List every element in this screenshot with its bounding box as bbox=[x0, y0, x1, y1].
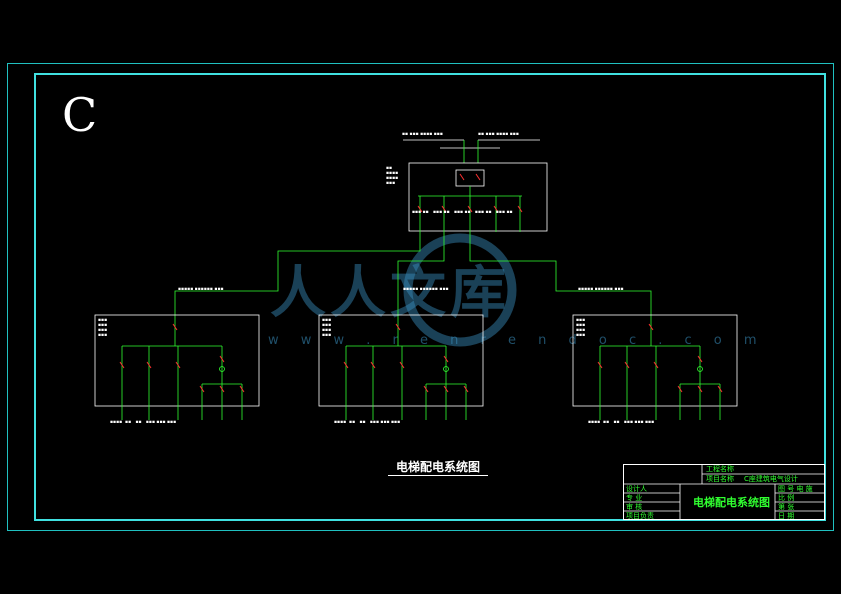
incoming-label-2: ▪▪ ▪▪▪ ▪▪▪▪ ▪▪▪ bbox=[478, 132, 519, 137]
subpanel-1-box bbox=[94, 314, 260, 407]
drawing-inner-border bbox=[34, 73, 826, 521]
diagram-title: 电梯配电系统图 bbox=[388, 458, 489, 476]
subpanel-1-transformer bbox=[219, 366, 225, 372]
feeder-1-label: ▪▪▪▪▪ ▪▪▪▪▪▪ ▪▪▪ bbox=[178, 287, 224, 292]
subpanel-2-bus bbox=[345, 330, 467, 420]
sheet-letter: C bbox=[62, 88, 98, 142]
item-name-value: C座建筑电气设计 bbox=[744, 475, 798, 483]
title-block-grid bbox=[623, 464, 825, 520]
subpanel-3-spec: ▪▪▪▪▪▪▪▪▪▪▪▪ bbox=[576, 318, 586, 338]
subpanel-3-loads: ▪▪▪▪ ▪▪ ▪▪ ▪▪▪ ▪▪▪ ▪▪▪ bbox=[588, 420, 655, 425]
feeder-lines bbox=[174, 232, 652, 330]
title-block-drawing-title: 电梯配电系统图 bbox=[693, 496, 770, 509]
drawing-number-label: 图 号 电 施 bbox=[778, 485, 813, 493]
subpanel-2-loads: ▪▪▪▪ ▪▪ ▪▪ ▪▪▪ ▪▪▪ ▪▪▪ bbox=[334, 420, 401, 425]
main-breaker-labels: ▪▪▪ ▪▪ ▪▪▪ ▪▪ ▪▪▪ ▪▪ ▪▪▪ ▪▪ ▪▪▪ ▪▪ bbox=[412, 210, 513, 215]
drawing-outer-border bbox=[7, 63, 834, 531]
subpanel-1-breakers bbox=[119, 323, 245, 393]
watermark-url: w w w . r e n r e n d o c . c o m bbox=[268, 333, 766, 348]
specialty-label: 专 业 bbox=[626, 494, 643, 502]
date-label: 日 期 bbox=[778, 512, 795, 520]
ats-switch bbox=[455, 169, 485, 187]
reviewer-label: 审 核 bbox=[626, 503, 643, 511]
designer-label: 设计人 bbox=[626, 485, 647, 493]
subpanel-2-transformer bbox=[443, 366, 449, 372]
subpanel-2-box bbox=[318, 314, 484, 407]
subpanel-1-bus bbox=[121, 330, 243, 420]
incoming-label-1: ▪▪ ▪▪▪ ▪▪▪▪ ▪▪▪ bbox=[402, 132, 443, 137]
subpanel-3-breakers bbox=[597, 323, 723, 393]
sheet-number-label: 第 张 bbox=[778, 503, 795, 511]
subpanel-3-box bbox=[572, 314, 738, 407]
subpanel-2-spec: ▪▪▪▪▪▪▪▪▪▪▪▪ bbox=[322, 318, 332, 338]
main-panel-box bbox=[408, 162, 548, 232]
subpanel-1-spec: ▪▪▪▪▪▪▪▪▪▪▪▪ bbox=[98, 318, 108, 338]
incoming-supplies bbox=[403, 139, 540, 149]
subpanel-1-loads: ▪▪▪▪ ▪▪ ▪▪ ▪▪▪ ▪▪▪ ▪▪▪ bbox=[110, 420, 177, 425]
project-name-label: 工程名称 bbox=[706, 465, 734, 473]
main-panel-spec: ▪▪▪▪▪▪▪▪▪▪▪▪▪ bbox=[386, 166, 399, 186]
item-name-label: 项目名称 bbox=[706, 475, 734, 483]
approver-label: 项目负责 bbox=[626, 512, 654, 520]
feeder-3-label: ▪▪▪▪▪ ▪▪▪▪▪▪ ▪▪▪ bbox=[578, 287, 624, 292]
subpanel-3-bus bbox=[599, 330, 721, 420]
subpanel-3-transformer bbox=[697, 366, 703, 372]
watermark-circle bbox=[403, 233, 517, 347]
main-busbar bbox=[418, 186, 522, 232]
feeder-2-label: ▪▪▪▪▪ ▪▪▪▪▪▪ ▪▪▪ bbox=[403, 287, 449, 292]
subpanel-2-breakers bbox=[343, 323, 469, 393]
title-block bbox=[623, 464, 825, 520]
main-panel-breakers bbox=[417, 173, 523, 213]
scale-label: 比 例 bbox=[778, 494, 795, 502]
